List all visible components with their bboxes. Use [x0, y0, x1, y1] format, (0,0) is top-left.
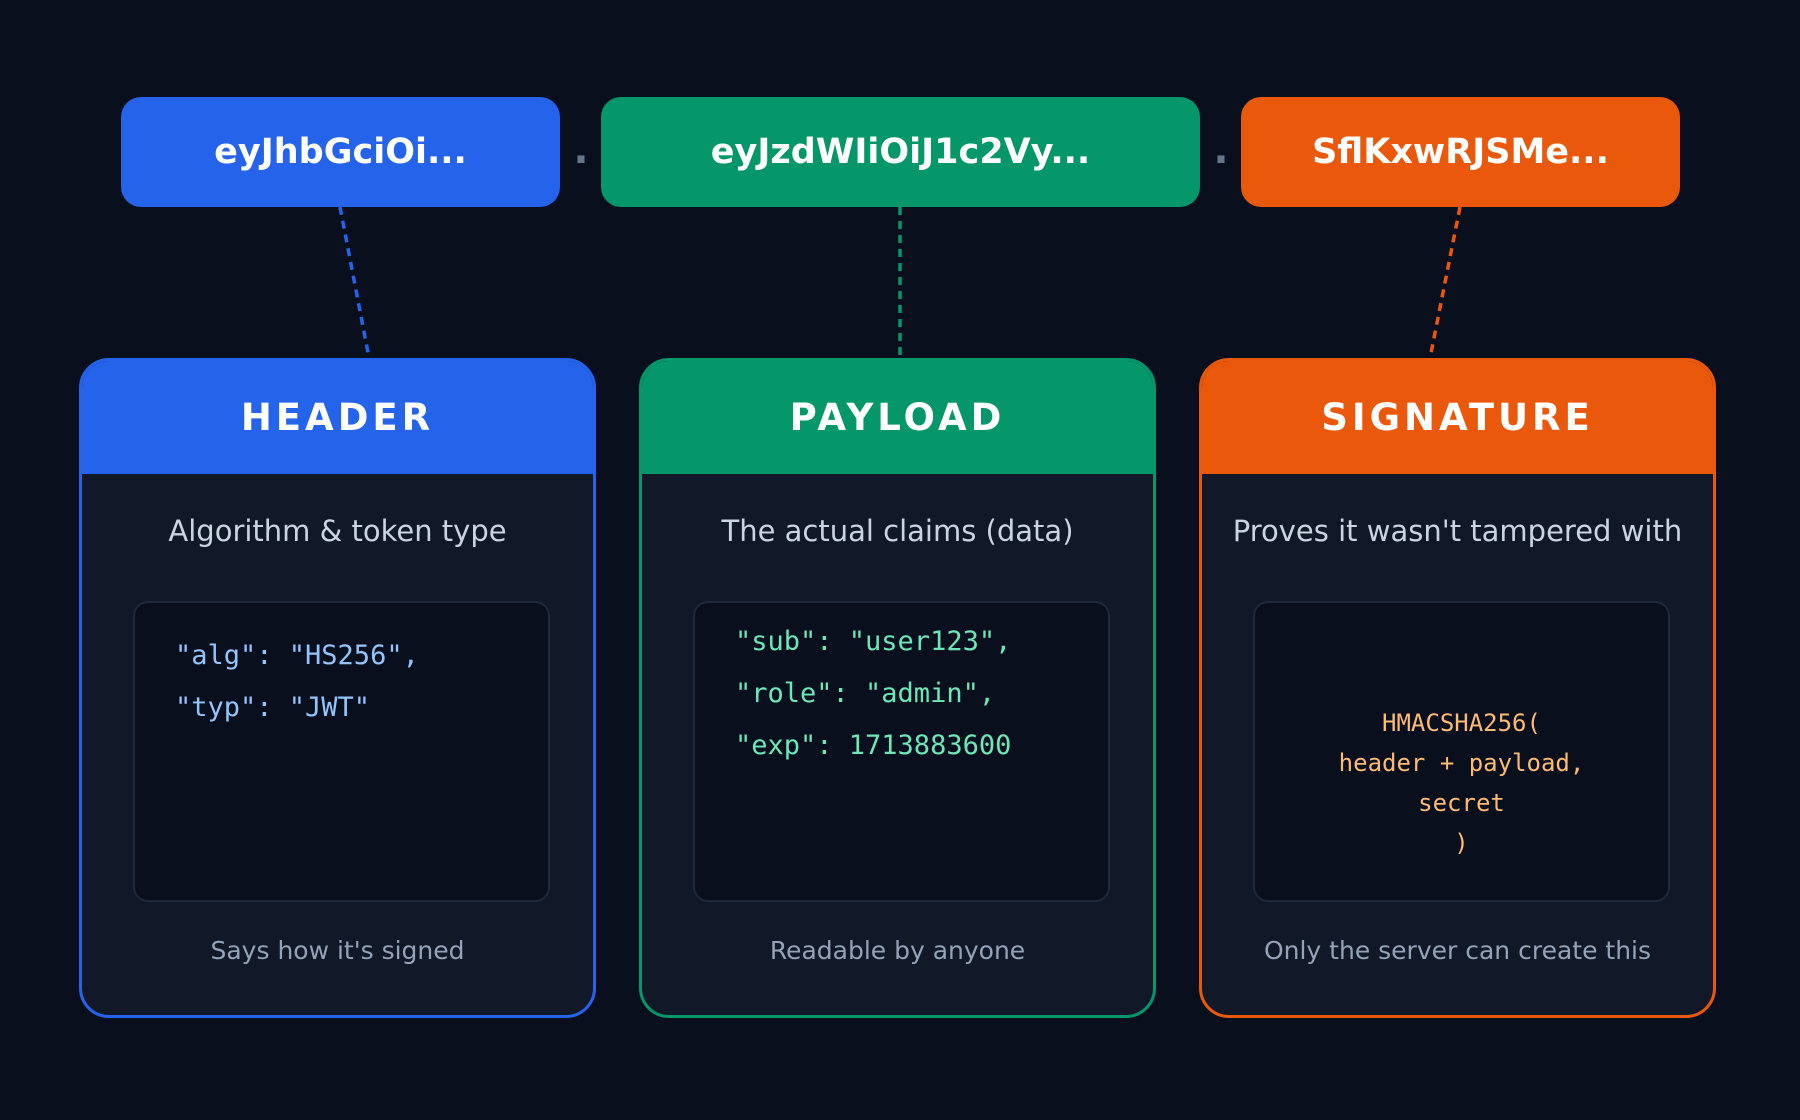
header-code-line: "typ": "JWT" — [175, 692, 371, 723]
payload-code-line: "exp": 1713883600 — [735, 730, 1012, 761]
signature-code-line: header + payload, — [1338, 749, 1585, 777]
signature-code-line: ) — [1454, 829, 1469, 857]
header-card-footer: Says how it's signed — [210, 936, 465, 965]
header-card: HEADER Algorithm & token type "alg": "HS… — [79, 358, 596, 1018]
payload-code-block: "sub": "user123", "role": "admin", "exp"… — [693, 601, 1110, 902]
token-header-segment: eyJhbGciOi... — [121, 97, 560, 207]
signature-card-description: Proves it wasn't tampered with — [1232, 514, 1683, 548]
token-payload-segment: eyJzdWIiOiJ1c2Vy... — [601, 97, 1200, 207]
token-separator-1: . — [573, 127, 589, 173]
signature-card-footer: Only the server can create this — [1263, 936, 1652, 965]
header-code-block: "alg": "HS256", "typ": "JWT" — [133, 601, 550, 902]
signature-card-title: SIGNATURE — [1202, 361, 1713, 474]
signature-code-line: secret — [1418, 789, 1505, 817]
token-separator-2: . — [1213, 127, 1229, 173]
header-code-line: "alg": "HS256", — [175, 640, 419, 671]
payload-code-line: "role": "admin", — [735, 678, 996, 709]
signature-code-block: HMACSHA256( header + payload, secret ) — [1253, 601, 1670, 902]
token-signature-segment: SflKxwRJSMe... — [1241, 97, 1680, 207]
header-card-title: HEADER — [82, 361, 593, 474]
connector-signature — [1428, 206, 1462, 359]
signature-card: SIGNATURE Proves it wasn't tampered with… — [1199, 358, 1716, 1018]
payload-card-footer: Readable by anyone — [769, 936, 1026, 965]
payload-card-description: The actual claims (data) — [721, 514, 1074, 548]
payload-card: PAYLOAD The actual claims (data) "sub": … — [639, 358, 1156, 1018]
payload-card-title: PAYLOAD — [642, 361, 1153, 474]
signature-code-line: HMACSHA256( — [1382, 709, 1541, 737]
connector-header — [338, 206, 371, 359]
payload-code-line: "sub": "user123", — [735, 626, 1012, 657]
header-card-description: Algorithm & token type — [168, 514, 507, 548]
